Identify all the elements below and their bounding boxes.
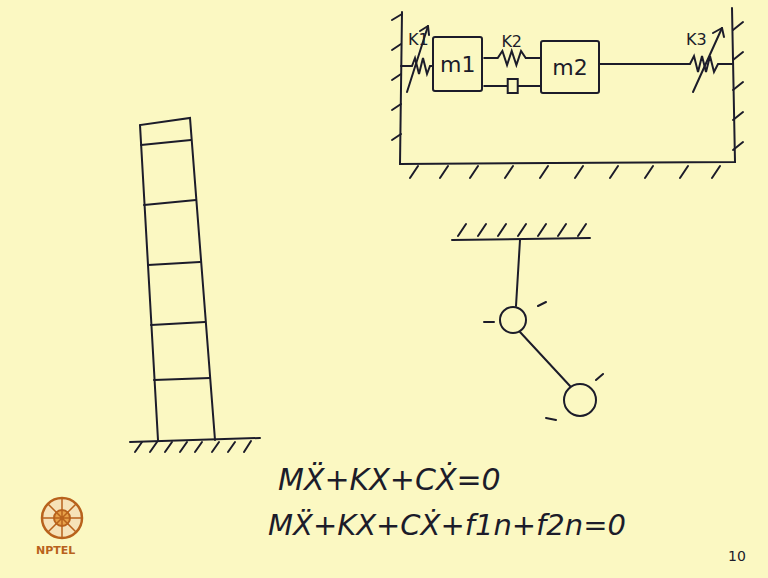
mass-block: m1 (432, 36, 483, 92)
spring-label: K2 (501, 32, 522, 51)
building-sketch (130, 118, 260, 452)
damper-symbol (483, 79, 540, 93)
page-number: 10 (728, 548, 746, 564)
spring-symbol (483, 51, 540, 65)
nptel-logo (42, 498, 82, 538)
spring-mass-frame (392, 8, 743, 178)
mass-block: m2 (540, 40, 600, 94)
mass-label: m2 (552, 55, 587, 80)
spring-label: K3 (686, 30, 707, 49)
double-pendulum (452, 224, 603, 420)
logo-text: NPTEL (36, 544, 75, 557)
spring-label: K1 (408, 30, 429, 49)
mass-label: m1 (440, 52, 475, 77)
equation: MẌ+KX+CẊ=0 (278, 462, 501, 497)
equation: MẌ+KX+CẊ+f1n+f2n=0 (268, 508, 626, 542)
